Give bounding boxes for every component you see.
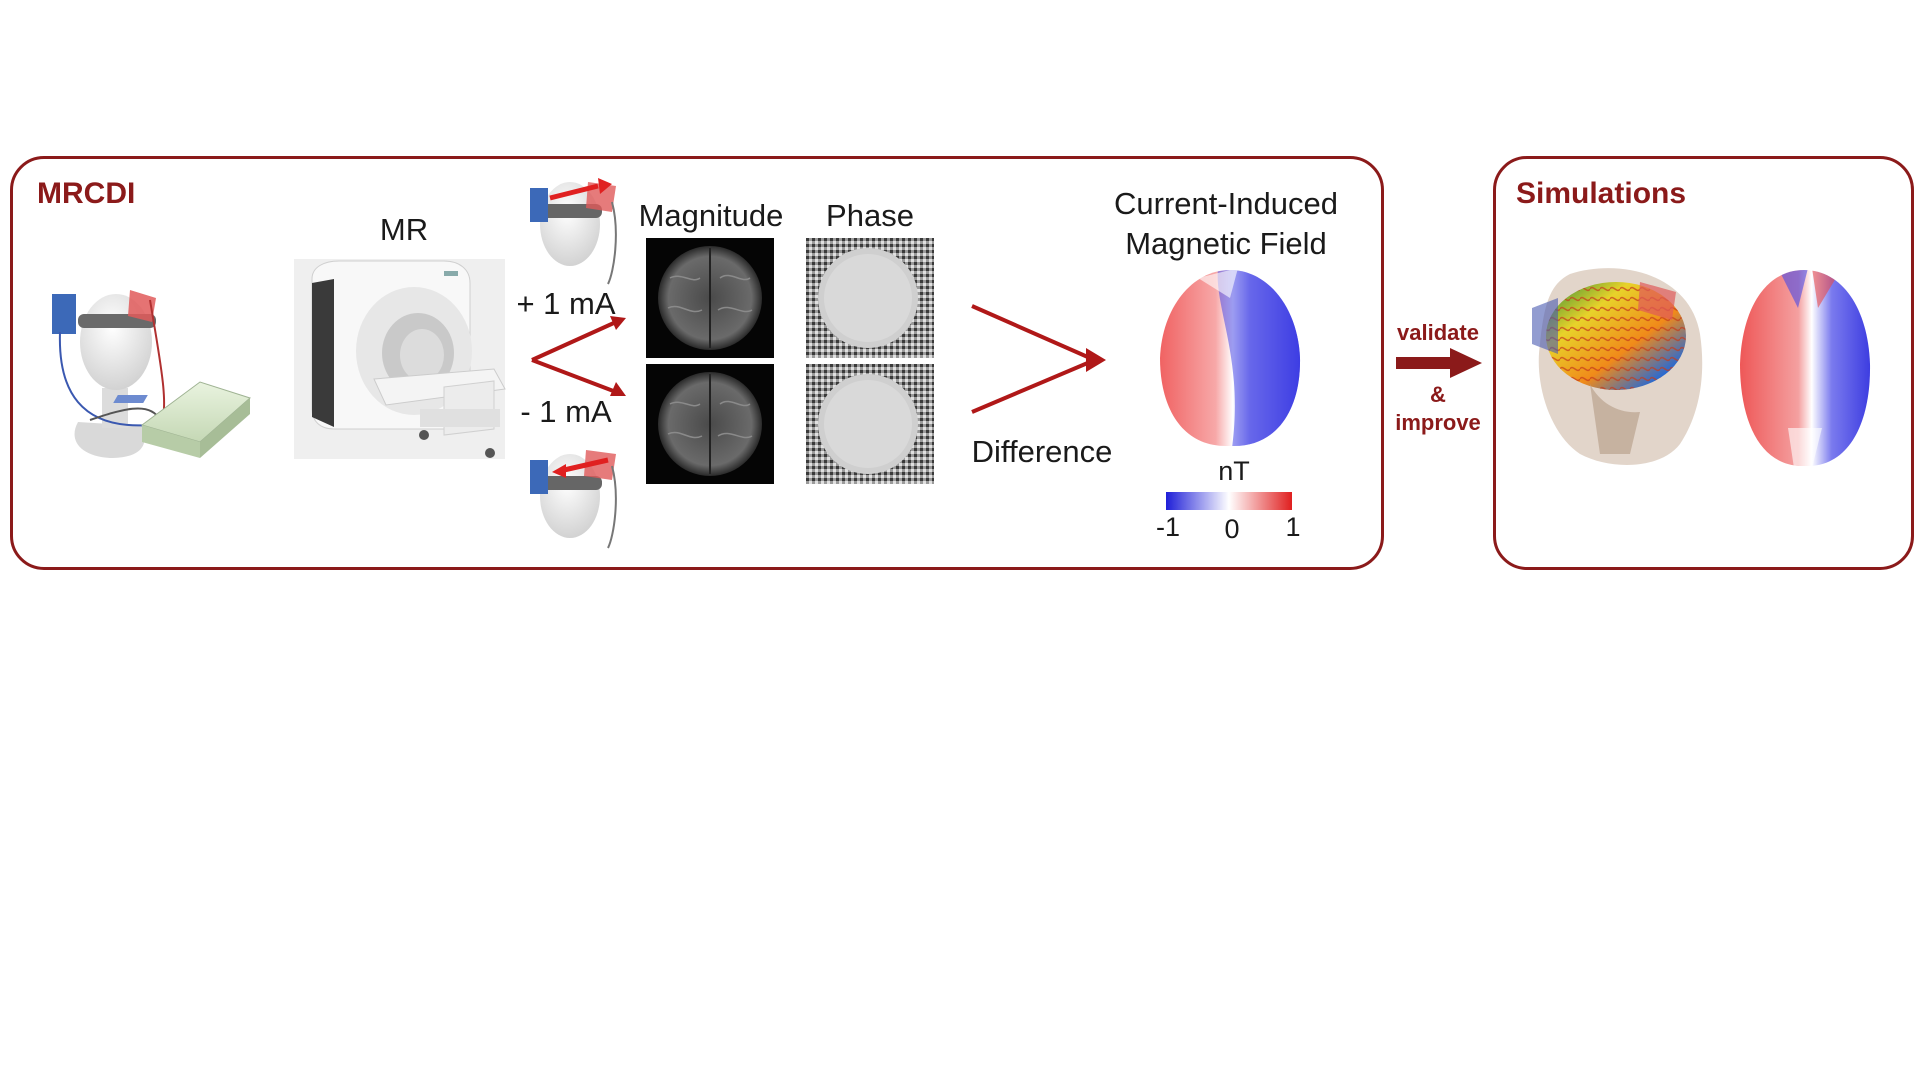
head-plus-current-illustration xyxy=(530,178,617,285)
field-title-line2: Magnetic Field xyxy=(1125,226,1327,261)
ampersand-label: & xyxy=(1430,382,1446,407)
phase-label: Phase xyxy=(826,198,914,233)
validate-label: validate xyxy=(1397,320,1479,345)
mannequin-stimulator-illustration xyxy=(52,290,251,458)
mr-scanner-illustration xyxy=(294,259,506,459)
magnitude-image-plus xyxy=(646,238,774,358)
mrcdi-panel: MRCDI xyxy=(10,156,1384,570)
magnetic-field-map xyxy=(1160,270,1301,446)
colorbar-unit: nT xyxy=(1218,456,1250,486)
mrcdi-title: MRCDI xyxy=(37,177,136,210)
field-title-line1: Current-Induced xyxy=(1113,186,1339,221)
merge-arrows xyxy=(971,304,1106,414)
colorbar-mid-tick: 0 xyxy=(1224,514,1240,544)
colorbar-min-tick: -1 xyxy=(1155,512,1181,542)
phase-image-plus xyxy=(806,238,934,358)
difference-label: Difference xyxy=(971,434,1113,469)
magnitude-label: Magnitude xyxy=(638,198,784,233)
colorbar-max-tick: 1 xyxy=(1285,512,1301,542)
magnitude-image-minus xyxy=(646,364,774,484)
simulations-title: Simulations xyxy=(1516,177,1687,210)
minus-current-label: - 1 mA xyxy=(520,394,612,429)
simulated-field-map xyxy=(1740,270,1871,466)
validate-arrow xyxy=(1396,348,1482,378)
phase-image-minus xyxy=(806,364,934,484)
split-arrows xyxy=(531,316,626,396)
head-minus-current-illustration xyxy=(530,450,617,549)
improve-label: improve xyxy=(1395,410,1481,435)
head-model-illustration xyxy=(1532,268,1703,465)
colorbar xyxy=(1166,492,1292,510)
plus-current-label: + 1 mA xyxy=(516,286,616,321)
mr-label: MR xyxy=(379,212,429,247)
